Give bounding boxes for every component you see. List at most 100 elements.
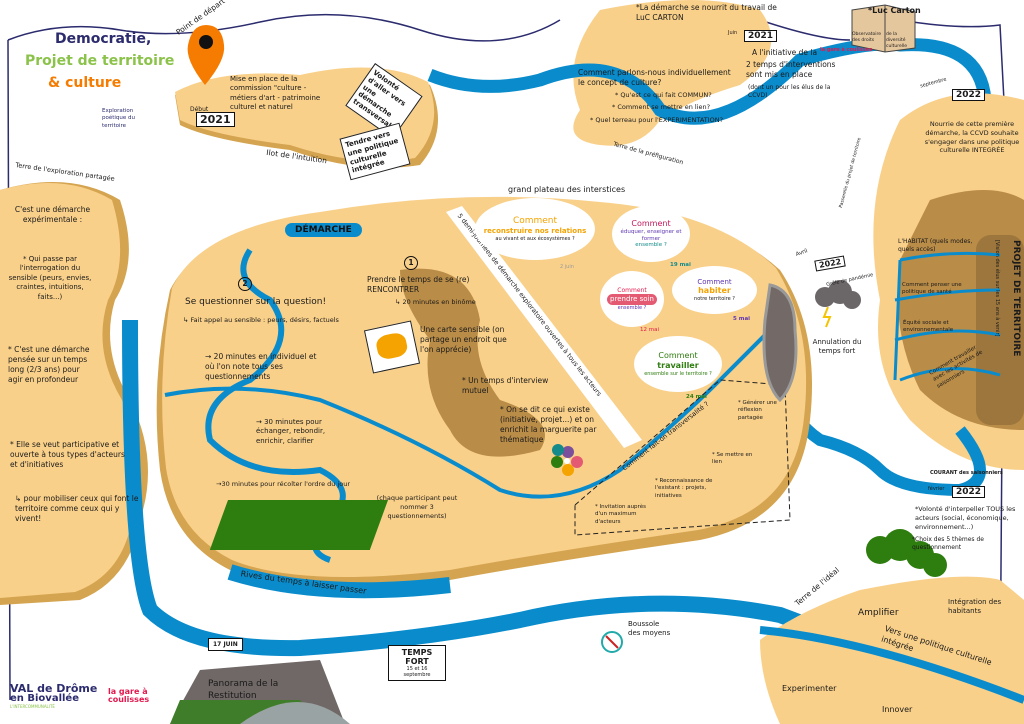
workshop-sub: notre territoire ? bbox=[694, 295, 735, 302]
carte-text: Une carte sensible (on partage un endroi… bbox=[420, 325, 507, 355]
prefig-q3: * Comment se mettre en lien? bbox=[612, 103, 711, 111]
ideal-integration: Intégration des habitants bbox=[948, 598, 1002, 616]
gare-logo-small: la gare à coulisses bbox=[820, 47, 873, 53]
demarche-label: DÉMARCHE bbox=[285, 223, 362, 238]
brown-patch bbox=[400, 268, 545, 457]
step2-sub: ↳ Fait appel au sensible : peurs, désirs… bbox=[183, 316, 339, 324]
prefig-text2: A l'initiative de la bbox=[752, 48, 818, 57]
step1-number: 1 bbox=[404, 256, 418, 270]
island-prefiguration bbox=[573, 0, 772, 146]
workshop-date: 24 mai bbox=[686, 394, 707, 400]
title-line1: Democratie, bbox=[55, 31, 152, 47]
workshop-relations[interactable]: Comment reconstruire nos relations au vi… bbox=[475, 198, 595, 260]
road bbox=[446, 206, 642, 448]
prefig-year: 2021 bbox=[744, 30, 778, 42]
note-lien: * Se mettre en lien bbox=[712, 452, 753, 466]
logo-val-line3: L'INTERCOMMUNALITÉ bbox=[10, 704, 55, 709]
chaque-text: (chaque participant peut nommer 3 questi… bbox=[376, 494, 458, 520]
field bbox=[209, 500, 389, 550]
island-ideal bbox=[760, 576, 1024, 724]
workshop-theme: prendre soin bbox=[607, 294, 657, 305]
interview-text: * Un temps d'interview mutuel bbox=[462, 376, 549, 396]
step2-text: Se questionner sur la question! bbox=[185, 297, 327, 307]
workshop-sub: au vivant et aux écosystèmes ? bbox=[495, 235, 575, 242]
step1-sub: ↳ 20 minutes en binôme bbox=[395, 298, 476, 306]
step2-number: 2 bbox=[238, 277, 252, 291]
left-p4: * Elle se veut participative et ouverte … bbox=[10, 440, 125, 470]
workshop-date: 12 mai bbox=[640, 327, 660, 333]
location-pin-icon bbox=[187, 25, 225, 85]
prefig-q1: Comment parlons-nous individuellement le… bbox=[578, 68, 731, 88]
workshop-date: 5 mai bbox=[733, 316, 751, 322]
sign-temps-fort: TEMPS FORT 15 et 16 septembre bbox=[388, 645, 446, 681]
workshop-comment: Comment bbox=[697, 278, 732, 286]
frame-line bbox=[7, 13, 1006, 701]
gare-logo: la gare à coulisses bbox=[108, 687, 150, 704]
logo-val-line1: VAL de Drôme bbox=[10, 682, 98, 695]
storm-cloud-icon bbox=[815, 280, 861, 309]
marguerite-flower-icon bbox=[551, 444, 583, 476]
right-year: 2022 bbox=[952, 89, 986, 101]
boussole-label: Boussole des moyens bbox=[628, 620, 671, 638]
note-reconnaissance: * Reconnaissance de l'existant : projets… bbox=[655, 478, 713, 499]
ideal-note2: *Choix des 5 thèmes de questionnement bbox=[912, 536, 984, 552]
projet-branch-habitat: L'HABITAT (quels modes, quels accès) bbox=[898, 238, 973, 254]
left-p3: * C'est une démarche pensée sur un temps… bbox=[8, 345, 90, 385]
logo-val-line2: en Biovallée bbox=[10, 693, 79, 704]
note-generer: * Générer une réflexion partagée bbox=[738, 400, 777, 421]
workshop-theme: travailler bbox=[657, 361, 699, 370]
prefig-month: Juin bbox=[728, 30, 738, 36]
temps-fort-dates: 15 et 16 septembre bbox=[403, 666, 431, 678]
projet-branch-equite: Équité sociale et environnementale bbox=[903, 320, 954, 334]
workshop-sub: ensemble ? bbox=[617, 304, 647, 311]
rapids bbox=[762, 283, 798, 403]
workshop-comment: Comment bbox=[658, 351, 698, 361]
workshop-comment: Comment bbox=[617, 287, 647, 295]
carton-left: Observatoire des droits bbox=[852, 32, 882, 44]
workshop-habiter[interactable]: Comment habiter notre territoire ? bbox=[672, 266, 757, 314]
workshop-sub: ensemble sur le territoire ? bbox=[644, 370, 712, 377]
dit-text: * On se dit ce qui existe (initiative, p… bbox=[500, 405, 597, 445]
workshop-comment: Comment bbox=[512, 216, 558, 227]
min20-text: → 20 minutes en individuel et où l'on no… bbox=[205, 352, 317, 382]
left-p2: * Qui passe par l'interrogation du sensi… bbox=[8, 255, 92, 301]
projet-sub: [Vision des élus sur les 15 ans à venir] bbox=[994, 240, 1000, 337]
workshop-date: 19 mai bbox=[670, 262, 691, 268]
carton-right: de la diversité culturelle bbox=[886, 32, 907, 50]
river bbox=[427, 37, 992, 200]
compass-icon bbox=[601, 631, 623, 653]
right-text: Nourrie de cette première démarche, la C… bbox=[924, 120, 1020, 155]
workshop-eduquer[interactable]: Comment éduquer, enseigner et former ens… bbox=[612, 206, 690, 262]
title-subtitle: Exploration poétique du territoire bbox=[102, 108, 136, 129]
start-date-label: Début bbox=[190, 106, 209, 113]
prefig-q4: * Quel terreau pour l'EXPERIMENTATION? bbox=[590, 116, 724, 124]
title-line2: Projet de territoire bbox=[25, 53, 175, 69]
workshop-comment: Comment bbox=[631, 219, 671, 229]
ideal-innover: Innover bbox=[882, 705, 913, 714]
workshop-date: 2 juin bbox=[560, 264, 574, 270]
ideal-year: 2022 bbox=[952, 486, 986, 498]
start-text: Mise en place de la commission "culture … bbox=[230, 75, 321, 112]
ideal-note1: *Volonté d'interpeller TOUS les acteurs … bbox=[915, 505, 1016, 531]
plateau-label: grand plateau des interstices bbox=[508, 185, 626, 194]
workshop-prendre-soin[interactable]: Comment prendre soin ensemble ? bbox=[600, 271, 664, 327]
workshop-theme: éduquer, enseigner et former bbox=[620, 228, 682, 242]
trees bbox=[866, 529, 947, 577]
ideal-month: février bbox=[928, 486, 945, 492]
ideal-experimenter: Experimenter bbox=[782, 684, 837, 693]
carton-name: *Luc Carton bbox=[868, 6, 921, 15]
start-year: 2021 bbox=[196, 112, 235, 127]
courant-label: COURANT des saisonniers bbox=[930, 470, 1003, 476]
prefig-text4: (dont un pour les élus de la CCVD) bbox=[748, 84, 831, 100]
min30-text: → 30 minutes pour échanger, rebondir, en… bbox=[256, 418, 326, 445]
panorama-label: Panorama de la Restitution bbox=[208, 679, 279, 702]
left-p5: ↳ pour mobiliser ceux qui font le territ… bbox=[15, 494, 139, 524]
prefig-q2: * Qu'est ce qui fait COMMUN? bbox=[615, 91, 712, 99]
title-line3: & culture bbox=[48, 75, 122, 91]
workshop-travailler[interactable]: Comment travailler ensemble sur le terri… bbox=[634, 336, 722, 392]
prefig-text1: *La démarche se nourrit du travail de Lu… bbox=[636, 3, 777, 23]
val-de-drome-logo: VAL de Drôme en Biovallée L'INTERCOMMUNA… bbox=[10, 683, 105, 709]
workshop-theme: reconstruire nos relations bbox=[483, 227, 587, 236]
sign-17-juin: 17 JUIN bbox=[208, 638, 243, 651]
step1-text: Prendre le temps de se (re) RENCONTRER bbox=[367, 275, 470, 295]
